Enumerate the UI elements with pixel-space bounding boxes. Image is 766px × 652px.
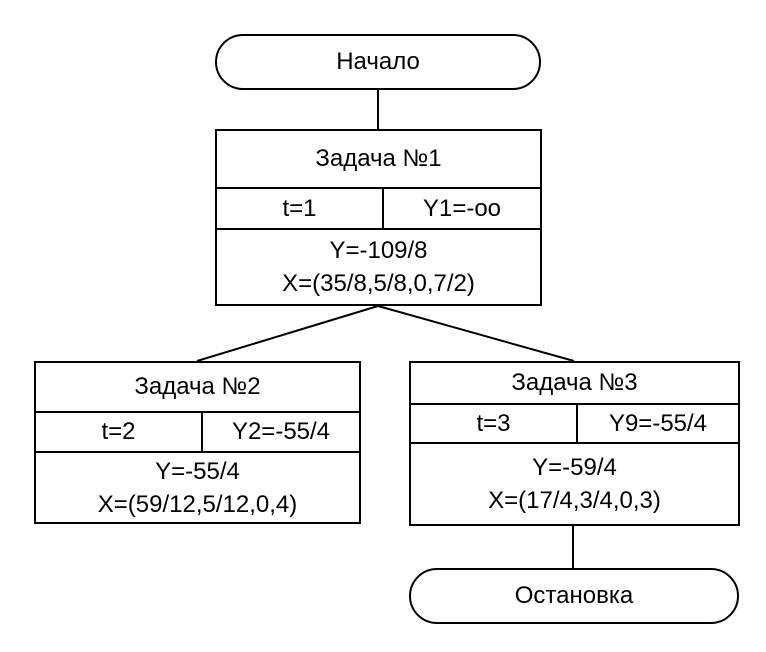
task-bound: Y2=-55/4 <box>231 418 331 445</box>
task-node-2: Задача №2 t=2 Y2=-55/4 Y=-55/4 X=(59/12,… <box>34 361 361 524</box>
task-title: Задача №2 <box>36 363 359 413</box>
task-objective-value: Y=-55/4 <box>155 457 240 485</box>
task-params: t=2 Y2=-55/4 <box>36 413 359 453</box>
task-title: Задача №1 <box>217 131 540 189</box>
task-step: t=3 <box>411 405 578 442</box>
task-bound: Y9=-55/4 <box>608 409 708 437</box>
task-objective-value: Y=-59/4 <box>532 454 617 481</box>
task-step: t=1 <box>217 189 384 228</box>
stop-terminal: Остановка <box>409 568 739 624</box>
stop-label: Остановка <box>514 582 634 609</box>
start-label: Начало <box>336 48 420 75</box>
connector-task1-task2 <box>196 305 379 362</box>
task-solution-vector: X=(59/12,5/12,0,4) <box>97 490 298 518</box>
task-params: t=3 Y9=-55/4 <box>411 405 738 444</box>
task-node-1: Задача №1 t=1 Y1=-oo Y=-109/8 X=(35/8,5/… <box>215 129 542 306</box>
task-step: t=2 <box>36 413 203 451</box>
task-result: Y=-55/4 X=(59/12,5/12,0,4) <box>36 453 359 522</box>
task-bound: Y1=-oo <box>422 194 502 222</box>
task-title: Задача №3 <box>411 363 738 405</box>
task-objective-value: Y=-109/8 <box>329 237 428 264</box>
task-result: Y=-109/8 X=(35/8,5/8,0,7/2) <box>217 230 540 304</box>
task-result: Y=-59/4 X=(17/4,3/4,0,3) <box>411 444 738 524</box>
task-solution-vector: X=(17/4,3/4,0,3) <box>488 487 661 514</box>
start-terminal: Начало <box>215 34 541 90</box>
task-params: t=1 Y1=-oo <box>217 189 540 230</box>
task-solution-vector: X=(35/8,5/8,0,7/2) <box>282 270 475 297</box>
task-node-3: Задача №3 t=3 Y9=-55/4 Y=-59/4 X=(17/4,3… <box>409 361 740 526</box>
connector-task1-task3 <box>377 305 575 362</box>
